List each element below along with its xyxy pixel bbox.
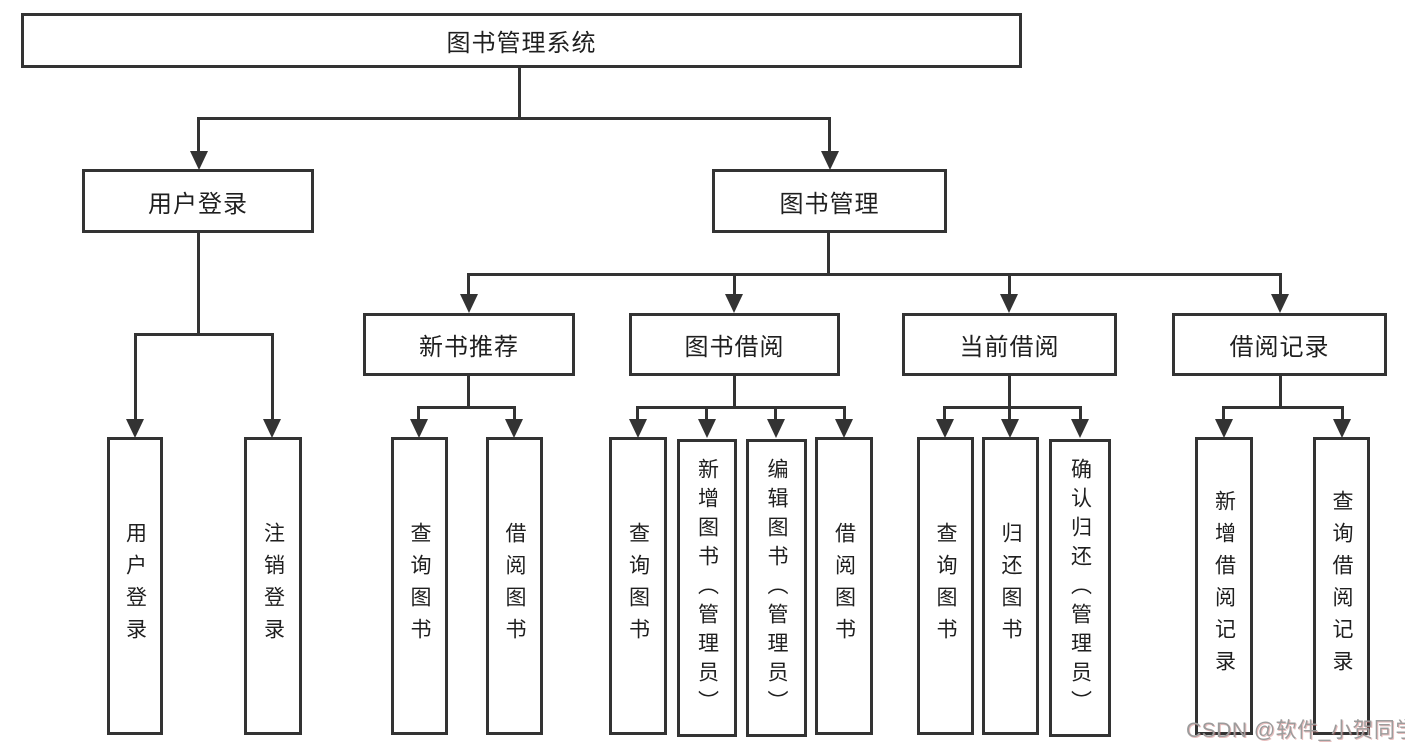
arrow-down-icon — [1000, 294, 1018, 313]
arrow-down-icon — [263, 419, 281, 438]
leaf-confirm-return-admin: 确认归还（管理员） — [1049, 439, 1111, 737]
connector-line — [197, 117, 200, 153]
node-label: 新书推荐 — [419, 334, 519, 361]
leaf-logout: 注销登录 — [244, 437, 302, 735]
leaf-query-books-recommend: 查询图书 — [391, 437, 448, 735]
arrow-down-icon — [410, 419, 428, 438]
leaf-add-book-admin: 新增图书（管理员） — [677, 439, 737, 737]
arrow-down-icon — [1071, 419, 1089, 438]
node-borrow-records: 借阅记录 — [1172, 313, 1387, 376]
node-label: 用户登录 — [148, 190, 248, 218]
connector-line — [134, 333, 274, 336]
connector-line — [1079, 406, 1082, 421]
arrow-down-icon — [767, 419, 785, 438]
connector-line — [1008, 406, 1011, 421]
connector-line — [774, 406, 777, 421]
arrow-down-icon — [1001, 419, 1019, 438]
node-new-book-recommend: 新书推荐 — [363, 313, 575, 376]
connector-line — [271, 333, 274, 422]
connector-line — [1341, 406, 1344, 421]
connector-line — [513, 406, 516, 421]
leaf-label: 注销登录 — [261, 522, 285, 650]
connector-line — [843, 406, 846, 421]
leaf-label: 用户登录 — [123, 522, 147, 650]
arrow-down-icon — [460, 294, 478, 313]
node-user-login: 用户登录 — [82, 169, 314, 233]
connector-line — [1008, 376, 1011, 408]
connector-line — [417, 406, 420, 421]
arrow-down-icon — [190, 151, 208, 170]
leaf-label: 借阅图书 — [503, 522, 526, 650]
connector-line — [1222, 406, 1225, 421]
leaf-query-books-current: 查询图书 — [917, 437, 974, 735]
connector-line — [467, 273, 470, 297]
arrow-down-icon — [725, 294, 743, 313]
arrow-down-icon — [126, 419, 144, 438]
connector-line — [1279, 273, 1282, 297]
node-label: 图书管理系统 — [446, 30, 597, 57]
node-label: 图书管理 — [779, 190, 880, 218]
leaf-label: 查询图书 — [934, 522, 957, 650]
leaf-label: 新增借阅记录 — [1212, 490, 1236, 682]
connector-line — [943, 406, 1082, 409]
arrow-down-icon — [629, 419, 647, 438]
arrow-down-icon — [698, 419, 716, 438]
connector-line — [943, 406, 946, 421]
connector-line — [733, 273, 736, 297]
connector-line — [518, 68, 521, 120]
connector-line — [1222, 406, 1344, 409]
node-book-borrowing: 图书借阅 — [629, 313, 840, 376]
node-book-management: 图书管理 — [712, 169, 947, 233]
leaf-borrow-books-borrowing: 借阅图书 — [815, 437, 873, 735]
leaf-label: 确认归还（管理员） — [1068, 457, 1092, 719]
node-label: 借阅记录 — [1229, 334, 1330, 361]
leaf-add-borrow-record: 新增借阅记录 — [1195, 437, 1253, 735]
connector-line — [636, 406, 846, 409]
arrow-down-icon — [1333, 419, 1351, 438]
csdn-watermark: CSDN @软件_小贺同学 — [1186, 719, 1405, 742]
leaf-return-book: 归还图书 — [982, 437, 1039, 735]
arrow-down-icon — [835, 419, 853, 438]
connector-line — [197, 233, 200, 336]
connector-line — [636, 406, 639, 421]
leaf-label: 借阅图书 — [832, 522, 856, 650]
connector-line — [197, 117, 831, 120]
arrow-down-icon — [1271, 294, 1289, 313]
connector-line — [828, 117, 831, 153]
arrow-down-icon — [505, 419, 523, 438]
connector-line — [467, 376, 470, 408]
leaf-label: 查询借阅记录 — [1330, 490, 1353, 682]
connector-line — [467, 273, 1282, 276]
leaf-label: 新增图书（管理员） — [695, 457, 719, 719]
arrow-down-icon — [1215, 419, 1233, 438]
node-current-borrowing: 当前借阅 — [902, 313, 1117, 376]
connector-line — [1008, 273, 1011, 297]
leaf-label: 查询图书 — [408, 522, 431, 650]
node-root: 图书管理系统 — [21, 13, 1022, 68]
connector-line — [733, 376, 736, 408]
connector-line — [1279, 376, 1282, 408]
connector-line — [827, 233, 830, 276]
leaf-label: 编辑图书（管理员） — [765, 457, 788, 719]
leaf-borrow-books-recommend: 借阅图书 — [486, 437, 543, 735]
arrow-down-icon — [936, 419, 954, 438]
connector-line — [417, 406, 516, 409]
node-label: 当前借阅 — [959, 334, 1060, 361]
leaf-label: 查询图书 — [626, 522, 650, 650]
leaf-query-books-borrowing: 查询图书 — [609, 437, 667, 735]
leaf-query-borrow-record: 查询借阅记录 — [1313, 437, 1370, 735]
leaf-user-login: 用户登录 — [107, 437, 163, 735]
node-label: 图书借阅 — [684, 334, 785, 361]
connector-line — [134, 333, 137, 422]
leaf-edit-book-admin: 编辑图书（管理员） — [746, 439, 807, 737]
connector-line — [705, 406, 708, 421]
leaf-label: 归还图书 — [999, 522, 1022, 650]
arrow-down-icon — [821, 151, 839, 170]
